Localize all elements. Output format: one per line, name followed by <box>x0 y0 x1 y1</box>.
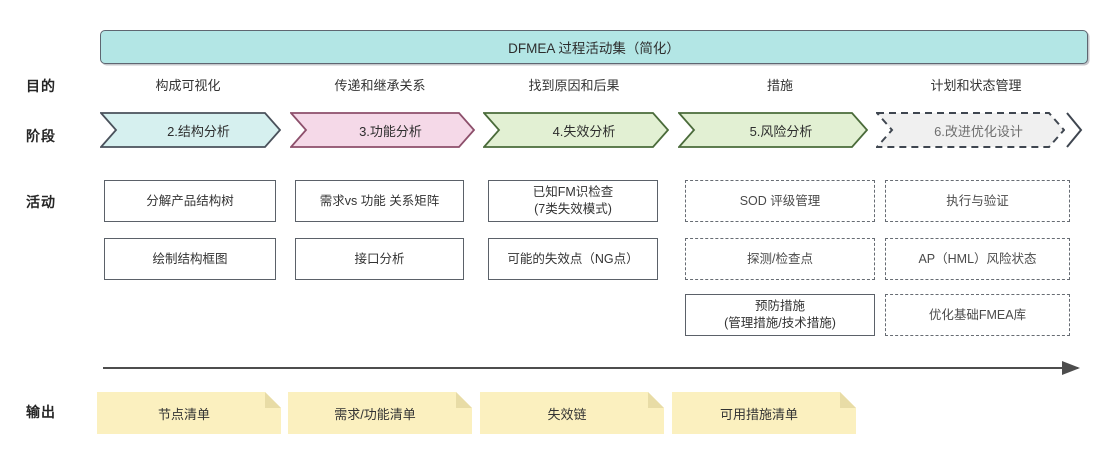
activity-box-c4-r2[interactable]: 探测/检查点 <box>685 238 875 280</box>
purpose-cell-4: 措施 <box>766 78 793 93</box>
page-title: DFMEA 过程活动集（简化） <box>508 41 680 56</box>
purpose-cell-1: 构成可视化 <box>155 78 221 93</box>
activity-box-label: SOD 评级管理 <box>739 193 821 208</box>
chevron-shape-icon <box>483 112 669 148</box>
activity-box-label: 优化基础FMEA库 <box>928 307 1027 322</box>
stage-chevron-4[interactable]: 5.风险分析 <box>678 112 868 148</box>
purpose-cell-3: 找到原因和后果 <box>528 78 620 93</box>
purpose-cell-2: 传递和继承关系 <box>334 78 426 93</box>
activity-box-label: 绘制结构框图 <box>152 251 228 266</box>
output-note-label-4: 可用措施清单 <box>719 406 798 422</box>
output-note-1[interactable]: 节点清单 <box>97 392 281 434</box>
activity-box-c3-r1[interactable]: 已知FM识检查(7类失效模式) <box>488 180 658 222</box>
activity-box-c4-r3[interactable]: 预防措施(管理措施/技术措施) <box>685 294 875 336</box>
activity-box-c5-r3[interactable]: 优化基础FMEA库 <box>885 294 1070 336</box>
activity-box-c5-r2[interactable]: AP（HML）风险状态 <box>885 238 1070 280</box>
activity-box-c2-r2[interactable]: 接口分析 <box>295 238 464 280</box>
activity-box-c2-r1[interactable]: 需求vs 功能 关系矩阵 <box>295 180 464 222</box>
output-note-label-1: 节点清单 <box>157 406 210 422</box>
row-label-purpose: 目的 <box>26 78 56 94</box>
note-shape-icon <box>480 392 664 434</box>
activity-box-c3-r2[interactable]: 可能的失效点（NG点） <box>488 238 658 280</box>
row-label-output: 输出 <box>26 404 56 420</box>
stage-chevron-1[interactable]: 2.结构分析 <box>100 112 281 148</box>
activity-box-c4-r1[interactable]: SOD 评级管理 <box>685 180 875 222</box>
note-shape-icon <box>672 392 856 434</box>
stage-chevron-label-2: 3.功能分析 <box>359 123 422 139</box>
chevron-shape-icon <box>678 112 868 148</box>
activity-box-c1-r2[interactable]: 绘制结构框图 <box>104 238 276 280</box>
chevron-shape-icon <box>290 112 475 148</box>
stage-chevron-2[interactable]: 3.功能分析 <box>290 112 475 148</box>
stage-chevron-label-4: 5.风险分析 <box>749 123 813 139</box>
activity-box-label: 接口分析 <box>354 251 405 266</box>
activity-box-c1-r1[interactable]: 分解产品结构树 <box>104 180 276 222</box>
activity-box-label: 需求vs 功能 关系矩阵 <box>319 193 440 208</box>
activity-box-label: 执行与验证 <box>946 193 1009 208</box>
stage-chevron-label-1: 2.结构分析 <box>167 123 230 139</box>
timeline-right-arrow-icon <box>103 361 1080 375</box>
stage-chevron-5[interactable]: 6.改进优化设计 <box>876 112 1065 148</box>
activity-box-label: 分解产品结构树 <box>146 193 234 208</box>
output-note-label-2: 需求/功能清单 <box>334 406 416 422</box>
activity-box-label: 已知FM识检查(7类失效模式) <box>532 185 614 216</box>
activity-box-label: 预防措施(管理措施/技术措施) <box>724 299 836 330</box>
note-shape-icon <box>97 392 281 434</box>
activity-box-label: 可能的失效点（NG点） <box>507 251 639 266</box>
row-label-activity: 活动 <box>26 194 56 210</box>
activity-box-label: 探测/检查点 <box>747 251 813 266</box>
row-label-stage: 阶段 <box>26 128 56 144</box>
chevron-tail-icon <box>1066 112 1083 148</box>
diagram-title-banner: DFMEA 过程活动集（简化） <box>100 30 1088 64</box>
activity-box-c5-r1[interactable]: 执行与验证 <box>885 180 1070 222</box>
output-note-2[interactable]: 需求/功能清单 <box>288 392 472 434</box>
output-note-4[interactable]: 可用措施清单 <box>672 392 856 434</box>
note-shape-icon <box>288 392 472 434</box>
purpose-cell-5: 计划和状态管理 <box>930 78 1022 93</box>
chevron-shape-icon <box>100 112 281 148</box>
stage-chevron-label-3: 4.失效分析 <box>552 123 616 139</box>
activity-box-label: AP（HML）风险状态 <box>918 251 1037 266</box>
stage-chevron-3[interactable]: 4.失效分析 <box>483 112 669 148</box>
output-note-label-3: 失效链 <box>547 406 587 422</box>
output-note-3[interactable]: 失效链 <box>480 392 664 434</box>
chevron-shape-icon <box>876 112 1065 148</box>
stage-chevron-label-5: 6.改进优化设计 <box>934 123 1023 139</box>
